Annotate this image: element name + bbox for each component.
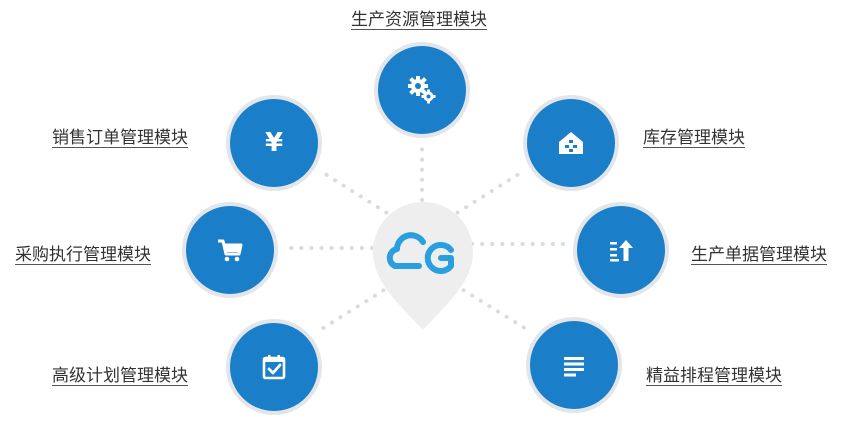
upload-list-icon — [606, 235, 636, 265]
gears-icon — [407, 75, 437, 105]
yen-icon: ¥ — [264, 128, 284, 158]
cart-icon — [215, 235, 245, 265]
node-purchase-execution[interactable] — [186, 206, 274, 294]
connector-sales-order — [320, 170, 397, 220]
node-sales-order[interactable]: ¥ — [230, 99, 318, 187]
node-advanced-planning[interactable] — [230, 323, 318, 411]
label-sales-order[interactable]: 销售订单管理模块 — [52, 128, 188, 148]
label-inventory[interactable]: 库存管理模块 — [643, 128, 745, 148]
label-advanced-planning[interactable]: 高级计划管理模块 — [52, 366, 188, 386]
connector-lean-scheduling — [453, 283, 530, 332]
warehouse-icon — [556, 128, 586, 158]
node-production-document[interactable] — [577, 206, 665, 294]
hub-pin — [371, 200, 475, 332]
hub-pin-shape — [373, 202, 473, 330]
node-inventory[interactable] — [527, 99, 615, 187]
lines-list-icon — [559, 350, 589, 380]
calendar-check-icon — [259, 352, 289, 382]
cloud-g-logo-icon — [386, 232, 454, 274]
label-production-resource[interactable]: 生产资源管理模块 — [351, 10, 487, 30]
label-lean-scheduling[interactable]: 精益排程管理模块 — [646, 366, 782, 386]
label-purchase-execution[interactable]: 采购执行管理模块 — [15, 245, 151, 265]
connector-advanced-planning — [318, 283, 394, 332]
node-production-resource[interactable] — [378, 46, 466, 134]
connector-inventory — [447, 170, 524, 220]
node-lean-scheduling[interactable] — [530, 321, 618, 409]
label-production-document[interactable]: 生产单据管理模块 — [691, 245, 827, 265]
